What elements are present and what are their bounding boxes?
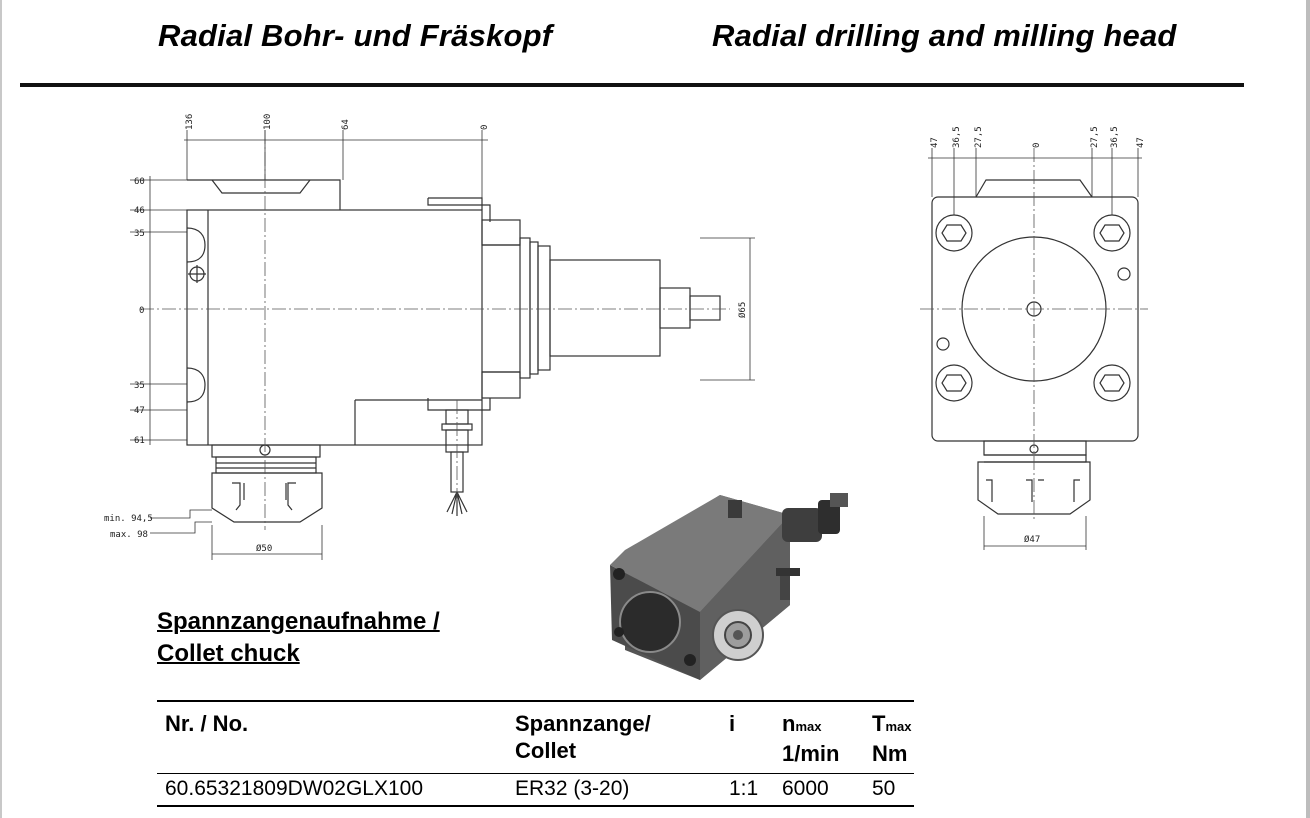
header-nmax-unit: 1/min bbox=[782, 741, 840, 766]
header-ratio: i bbox=[721, 700, 774, 774]
heading-line-german: Spannzangenaufnahme / bbox=[157, 608, 440, 635]
header-nmax-symbol: nmax bbox=[782, 710, 864, 740]
side-dim-top-64: 64 bbox=[341, 119, 351, 130]
header-nmax-sub: max bbox=[795, 719, 822, 734]
front-dim-27-5a: 27,5 bbox=[974, 126, 984, 148]
radial-head-photo bbox=[610, 493, 848, 680]
header-collet-line2: Collet bbox=[515, 738, 577, 763]
cell-nmax: 6000 bbox=[774, 773, 864, 807]
front-dim-0: 0 bbox=[1032, 143, 1042, 148]
header-tmax-sub: max bbox=[885, 719, 912, 734]
front-dim-27-5b: 27,5 bbox=[1090, 126, 1100, 148]
front-dim-36-5a: 36,5 bbox=[952, 126, 962, 148]
cell-ratio: 1:1 bbox=[721, 773, 774, 807]
header-rule bbox=[20, 83, 1244, 87]
header-nmax-main: n bbox=[782, 711, 796, 736]
front-dim-47a: 47 bbox=[930, 137, 940, 148]
front-dim-36-5b: 36,5 bbox=[1110, 126, 1120, 148]
header-no: Nr. / No. bbox=[157, 700, 507, 774]
cell-collet: ER32 (3-20) bbox=[507, 773, 721, 807]
header-nmax: nmax 1/min bbox=[774, 700, 864, 774]
header-tmax-main: T bbox=[872, 711, 886, 736]
heading-line-english: Collet chuck bbox=[157, 640, 300, 667]
collet-max-label: max. 98 bbox=[110, 530, 148, 540]
side-dim-left-35a: 35 bbox=[134, 229, 145, 239]
side-dim-left-46: 46 bbox=[134, 206, 145, 216]
side-dim-left-60: 60 bbox=[134, 177, 145, 187]
side-dim-left-35b: 35 bbox=[134, 381, 145, 391]
side-dim-left-0: 0 bbox=[139, 306, 144, 316]
cell-no: 60.65321809DW02GLX100 bbox=[157, 773, 507, 807]
front-dia-bottom: Ø47 bbox=[1024, 534, 1040, 545]
side-dim-left-61: 61 bbox=[134, 436, 145, 446]
header-collet-line1: Spannzange/ bbox=[515, 711, 651, 736]
header-collet: Spannzange/ Collet bbox=[507, 700, 721, 774]
cell-tmax: 50 bbox=[864, 773, 914, 807]
page-border-right bbox=[1306, 0, 1310, 818]
side-dim-left-47: 47 bbox=[134, 406, 145, 416]
collet-min-label: min. 94,5 bbox=[104, 514, 153, 524]
front-dim-47b: 47 bbox=[1136, 137, 1146, 148]
side-dia-bottom: Ø50 bbox=[256, 543, 272, 554]
side-view-drawing bbox=[186, 179, 721, 523]
side-dim-top-0: 0 bbox=[480, 125, 490, 130]
header-tmax-unit: Nm bbox=[872, 741, 908, 766]
header-tmax-symbol: Tmax bbox=[872, 710, 914, 740]
title-english: Radial drilling and milling head bbox=[712, 18, 1177, 53]
title-german: Radial Bohr- und Fräskopf bbox=[158, 18, 553, 53]
spec-table: Nr. / No. Spannzange/ Collet i nmax 1/mi… bbox=[157, 700, 914, 807]
side-dia-right: Ø65 bbox=[737, 302, 748, 318]
page-border-left bbox=[0, 0, 2, 818]
side-dim-top-100: 100 bbox=[263, 114, 273, 130]
header-tmax: Tmax Nm bbox=[864, 700, 914, 774]
table-row: 60.65321809DW02GLX100 ER32 (3-20) 1:1 60… bbox=[157, 773, 914, 807]
collet-chuck-heading: Spannzangenaufnahme / Collet chuck bbox=[157, 606, 440, 670]
table-header-row: Nr. / No. Spannzange/ Collet i nmax 1/mi… bbox=[157, 700, 914, 774]
side-dim-top-136: 136 bbox=[185, 114, 195, 130]
